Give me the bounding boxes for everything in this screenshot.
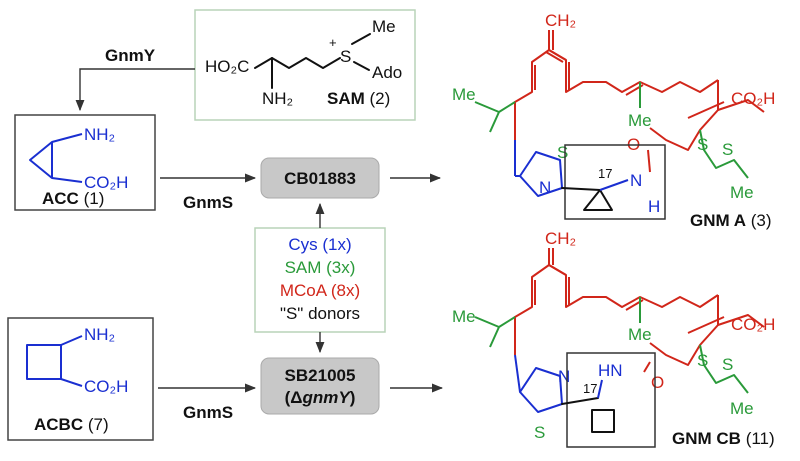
sam-number: (2) [370,89,391,108]
acc-acid-label: CO₂H [84,173,128,192]
strain-sb21005: SB21005 (ΔgnmY) [260,357,380,415]
gnm-cb-methylene: CH₂ [545,229,576,248]
gnm-cb-acid: CO₂H [731,315,775,334]
sam-ado-label: Ado [372,63,402,82]
sam-sulfur-label: S [340,47,351,66]
gnm-a-ss-me: Me [730,183,754,202]
gnm-a-me-mid: Me [628,111,652,130]
sam-amine-label: NH₂ [262,89,293,108]
gnm-cb-locant: 17 [583,381,597,396]
svg-text:(ΔgnmY): (ΔgnmY) [285,388,356,407]
svg-text:GNM A (3): GNM A (3) [690,211,772,230]
sam-name: SAM [327,89,365,108]
acc-panel: NH₂ CO₂H ACC (1) [14,114,156,211]
gnm-a-me-left: Me [452,85,476,104]
strain-bottom-label: SB21005 [285,366,356,385]
gnm-a-nh-h: H [648,197,660,216]
gnm-cb-me-mid: Me [628,325,652,344]
svg-text:ACBC (7): ACBC (7) [34,415,109,434]
donor-sam: SAM (3x) [285,258,356,277]
svg-text:SAM (2): SAM (2) [327,89,390,108]
sam-methyl-label: Me [372,17,396,36]
gnm-a-methylene: CH₂ [545,11,576,30]
gnm-cb-carbonyl-o: O [651,373,664,392]
sam-panel: HO₂C NH₂ S + Me Ado SAM (2) [194,9,416,121]
gnm-a-name: GNM A [690,211,746,230]
gnm-cb-thiazole-n: N [558,367,570,386]
gnmy-enzyme-label: GnmY [105,46,156,65]
svg-text:GNM CB (11): GNM CB (11) [672,429,775,448]
strain-cb01883: CB01883 [260,157,380,199]
gnm-a-acid: CO₂H [731,89,775,108]
gnm-a-nh-n: N [630,171,642,190]
acbc-amine-label: NH₂ [84,325,115,344]
gnm-a-locant: 17 [598,166,612,181]
gnm-cb-ss-me: Me [730,399,754,418]
gnm-cb-number: (11) [746,429,775,448]
gnm-cb-structure: Me CO₂H CH₂ Me O N S 17 HN S S Me GNM CB… [452,229,775,448]
gnm-cb-ss-s2: S [722,355,733,374]
gnm-a-number: (3) [751,211,772,230]
donor-cys: Cys (1x) [288,235,351,254]
gnm-cb-name: GNM CB [672,429,741,448]
acc-amine-label: NH₂ [84,125,115,144]
gnm-cb-thiazole-s: S [534,423,545,442]
gnm-cb-ss-s1: S [697,351,708,370]
gnm-a-structure: Me CO₂H CH₂ Me O S N 17 N H S S Me GNM A… [452,11,775,230]
donor-panel: Cys (1x) SAM (3x) MCoA (8x) "S" donors [254,227,386,333]
gnm-cb-me-left: Me [452,307,476,326]
donor-mcoa: MCoA (8x) [280,281,360,300]
donor-s-label: "S" donors [280,304,360,323]
acc-number: (1) [84,189,105,208]
gnms-bottom-label: GnmS [183,403,233,422]
strain-bottom-delta: (Δ [285,388,303,407]
acc-name: ACC [42,189,79,208]
gnmy-arrow [75,68,195,112]
sam-acid-label: HO₂C [205,57,249,76]
sam-charge-label: + [329,35,337,50]
gnm-a-ss-s1: S [697,135,708,154]
gnm-a-ss-s2: S [722,140,733,159]
acbc-panel: NH₂ CO₂H ACBC (7) [7,317,154,441]
acbc-number: (7) [88,415,109,434]
acbc-acid-label: CO₂H [84,377,128,396]
gnm-a-thiazole-s: S [557,143,568,162]
svg-text:ACC (1): ACC (1) [42,189,104,208]
gnms-top-label: GnmS [183,193,233,212]
gnm-a-thiazole-n: N [539,178,551,197]
acbc-name: ACBC [34,415,83,434]
strain-bottom-gene: gnmY [301,388,351,407]
gnm-cb-hn: HN [598,361,623,380]
strain-bottom-close: ) [350,388,356,407]
strain-top-label: CB01883 [284,169,356,188]
